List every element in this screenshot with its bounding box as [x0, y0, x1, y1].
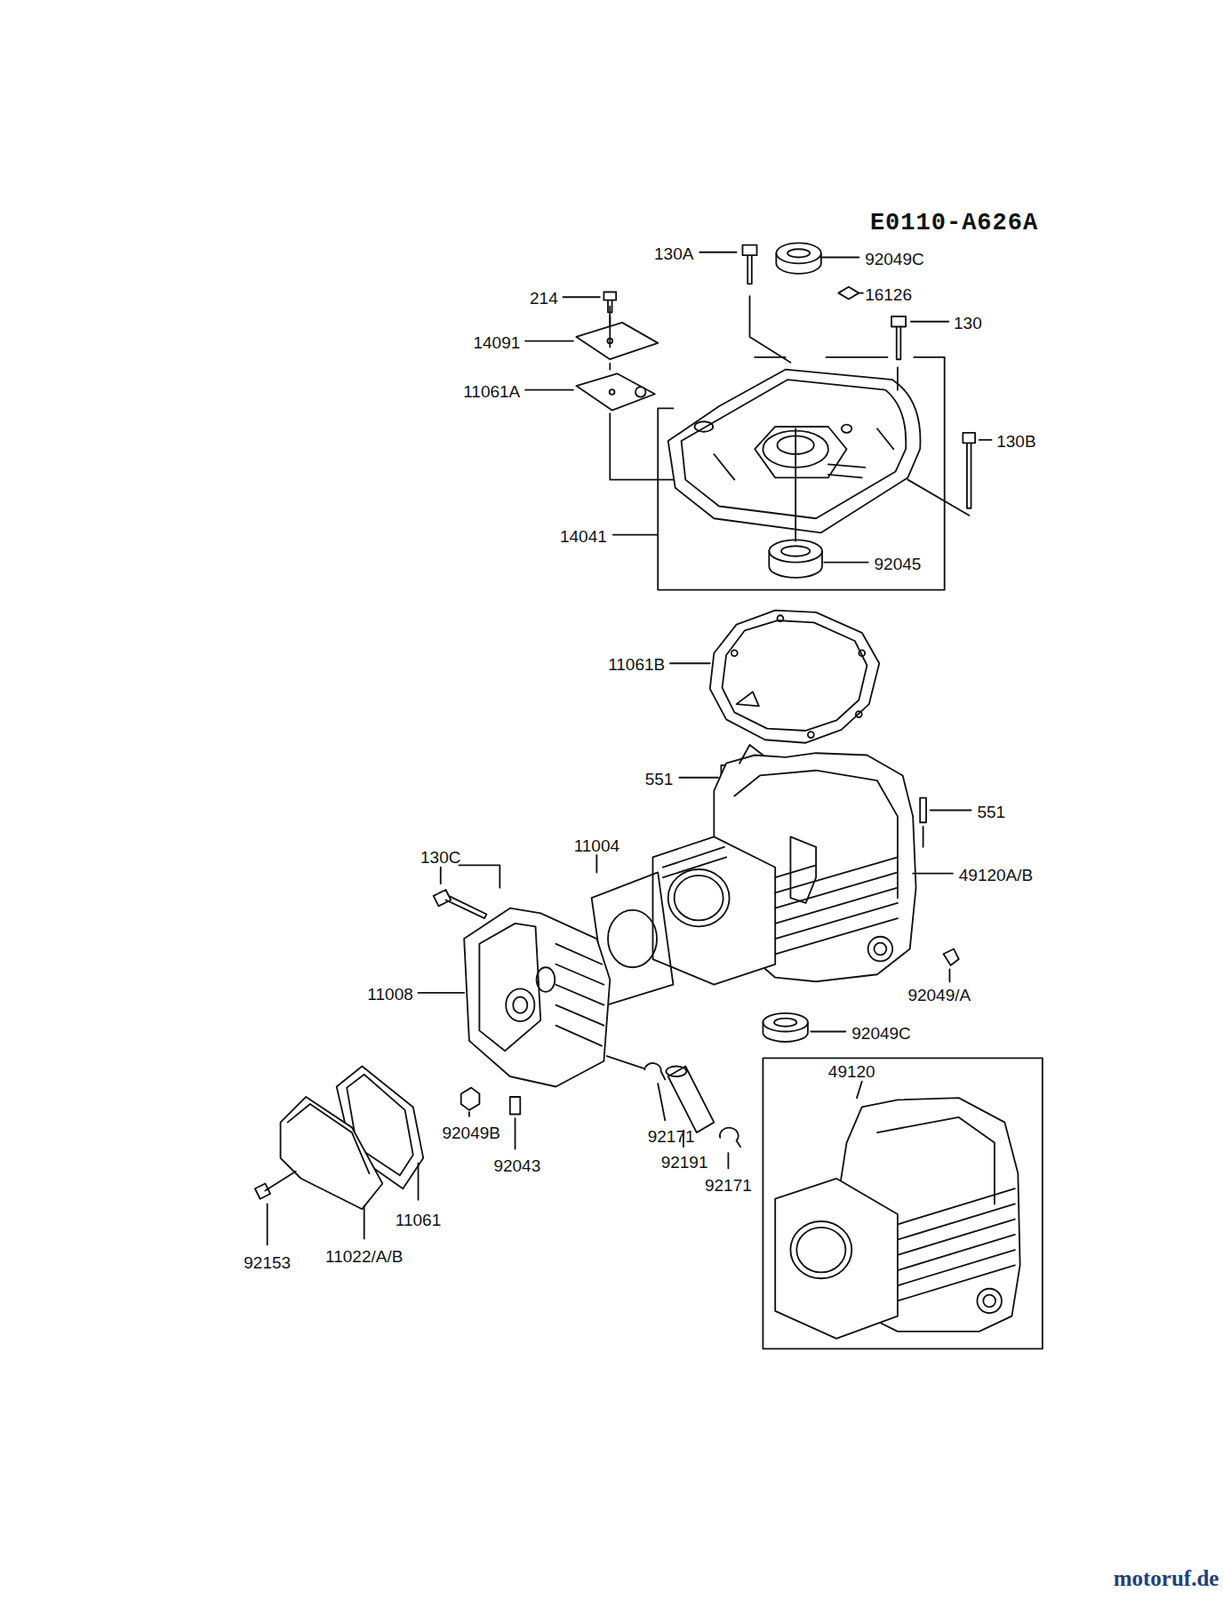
callout-number: 11004 — [574, 837, 620, 855]
callout-number: 130B — [996, 432, 1036, 450]
callout-number: 14091 — [472, 334, 520, 352]
callout-number: 92049C — [851, 1024, 912, 1042]
callout-number: 92153 — [243, 1254, 291, 1271]
callout-number: 130A — [654, 245, 694, 263]
callout-number: 11008 — [367, 985, 413, 1003]
callout-number: 130C — [420, 848, 461, 866]
callout-number: 11022/A/B — [325, 1247, 403, 1265]
callout-number: 11061 — [395, 1211, 441, 1229]
crankcase-gasket — [710, 610, 880, 744]
callout-number: 11061A — [463, 383, 520, 400]
callout-number: 92043 — [493, 1157, 541, 1175]
callout-number: 49120 — [828, 1063, 876, 1080]
callout-number: 92171 — [647, 1127, 696, 1145]
callout-number: 214 — [529, 289, 559, 307]
watermark: motoruf.de — [1113, 1566, 1220, 1590]
callout-number: 130 — [953, 314, 983, 332]
group-bracket — [657, 357, 944, 591]
callout-number: 49120A/B — [959, 866, 1033, 884]
callout-number: 92045 — [874, 555, 922, 573]
callout-number: 92049B — [441, 1124, 501, 1142]
callout-number: 92171 — [704, 1176, 752, 1194]
crankcase-cover — [668, 369, 921, 534]
callout-number: 92191 — [661, 1153, 709, 1171]
callout-number: 92049C — [864, 250, 925, 268]
callout-number: 551 — [645, 770, 674, 788]
callout-number: 16126 — [864, 286, 912, 304]
cylinder-block — [652, 744, 916, 985]
cylinder-head — [463, 908, 653, 1088]
callout-number: 11061B — [607, 655, 665, 673]
callout-number: 551 — [976, 803, 1006, 821]
callout-number: 14041 — [559, 527, 608, 545]
figure-code: E0110-A626A — [870, 211, 1039, 236]
callout-number: 92049/A — [907, 986, 971, 1004]
cylinder-block-inset — [775, 1097, 1020, 1339]
